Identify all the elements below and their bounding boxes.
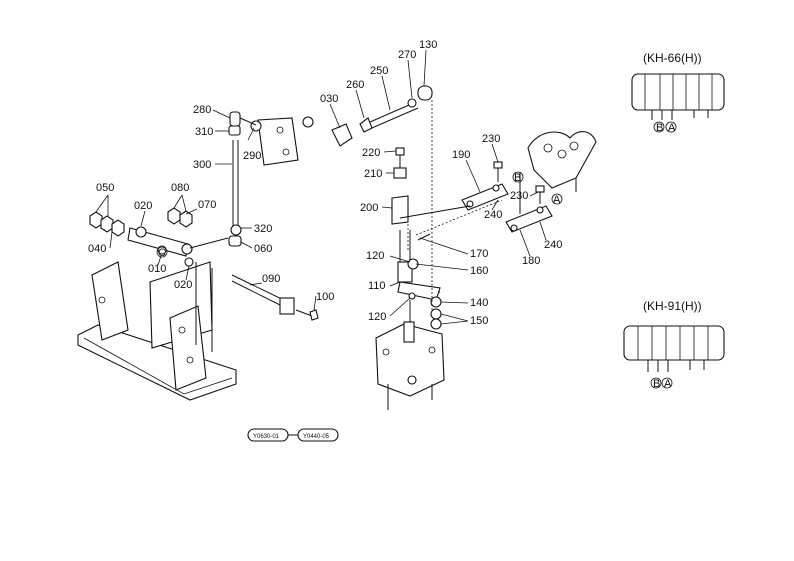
floor-plate (77, 261, 237, 401)
bolt-220-210-200 (391, 147, 409, 225)
part-label: 280 (193, 104, 211, 116)
part-label: 120 (366, 250, 384, 262)
part-label: 020 (174, 279, 192, 291)
inset-mark-a: A (664, 378, 672, 390)
rod-300 (228, 111, 242, 247)
serial-tag-1: Y0630-01 (253, 434, 280, 440)
plate-190 (461, 161, 509, 211)
serial-tags: Y0630-01 Y0440-05 (247, 428, 339, 442)
part-label: 120 (368, 311, 386, 323)
part-label: 240 (544, 239, 562, 251)
part-label: 130 (419, 39, 437, 51)
inset-title-kh91: (KH-91(H)) (643, 299, 702, 313)
link-rod-250 (302, 85, 433, 147)
part-label: 300 (193, 159, 211, 171)
serial-tag-2: Y0440-05 (303, 434, 330, 440)
part-label: 310 (195, 126, 213, 138)
inset-valve-kh91: (KH-91(H)) B A (623, 299, 725, 390)
inset-valve-kh66: (KH-66(H)) B A (631, 51, 725, 134)
part-label: 270 (398, 49, 416, 61)
dashed-guides (407, 100, 503, 310)
part-label: 170 (470, 248, 488, 260)
lever-assembly-010 (127, 226, 229, 267)
leader-lines (95, 49, 547, 325)
part-label: 200 (360, 202, 378, 214)
part-label: 040 (88, 243, 106, 255)
lever-assembly-110 (397, 205, 471, 301)
part-label: 320 (254, 223, 272, 235)
part-label: 230 (482, 133, 500, 145)
plate-180 (505, 185, 553, 233)
part-label: 290 (243, 150, 261, 162)
washers-140-150 (408, 292, 442, 330)
inset-mark-a: A (668, 122, 676, 134)
part-labels: 280 310 290 300 320 060 050 080 070 020 … (88, 39, 562, 327)
shaft-090 (231, 274, 319, 321)
part-label: 050 (96, 182, 114, 194)
main-mark-b: B (514, 172, 521, 184)
bracket-290 (239, 117, 299, 166)
part-label: 150 (470, 315, 488, 327)
part-label: 030 (320, 93, 338, 105)
part-label: 250 (370, 65, 388, 77)
part-label: 090 (262, 273, 280, 285)
part-label: 070 (198, 199, 216, 211)
inset-mark-b: B (656, 122, 663, 134)
part-label: 180 (522, 255, 540, 267)
part-label: 160 (470, 265, 488, 277)
part-label: 140 (470, 297, 488, 309)
part-label: 240 (484, 209, 502, 221)
part-label: 190 (452, 149, 470, 161)
part-label: 220 (362, 147, 380, 159)
main-circle-marks: B A C (156, 171, 563, 259)
part-label: 210 (364, 168, 382, 180)
inset-title-kh66: (KH-66(H)) (643, 51, 702, 65)
part-label: 230 (510, 190, 528, 202)
valve-stack-right (519, 131, 597, 214)
part-label: 100 (316, 291, 334, 303)
main-mark-a: A (553, 194, 561, 206)
part-label: 080 (171, 182, 189, 194)
part-label: 110 (368, 280, 386, 292)
part-label: 060 (254, 243, 272, 255)
part-label: 010 (148, 263, 166, 275)
part-label: 260 (346, 79, 364, 91)
part-label: 020 (134, 200, 152, 212)
main-mark-c: C (158, 247, 166, 259)
inset-mark-b: B (653, 378, 660, 390)
pedal-bracket-bottom (375, 300, 445, 410)
